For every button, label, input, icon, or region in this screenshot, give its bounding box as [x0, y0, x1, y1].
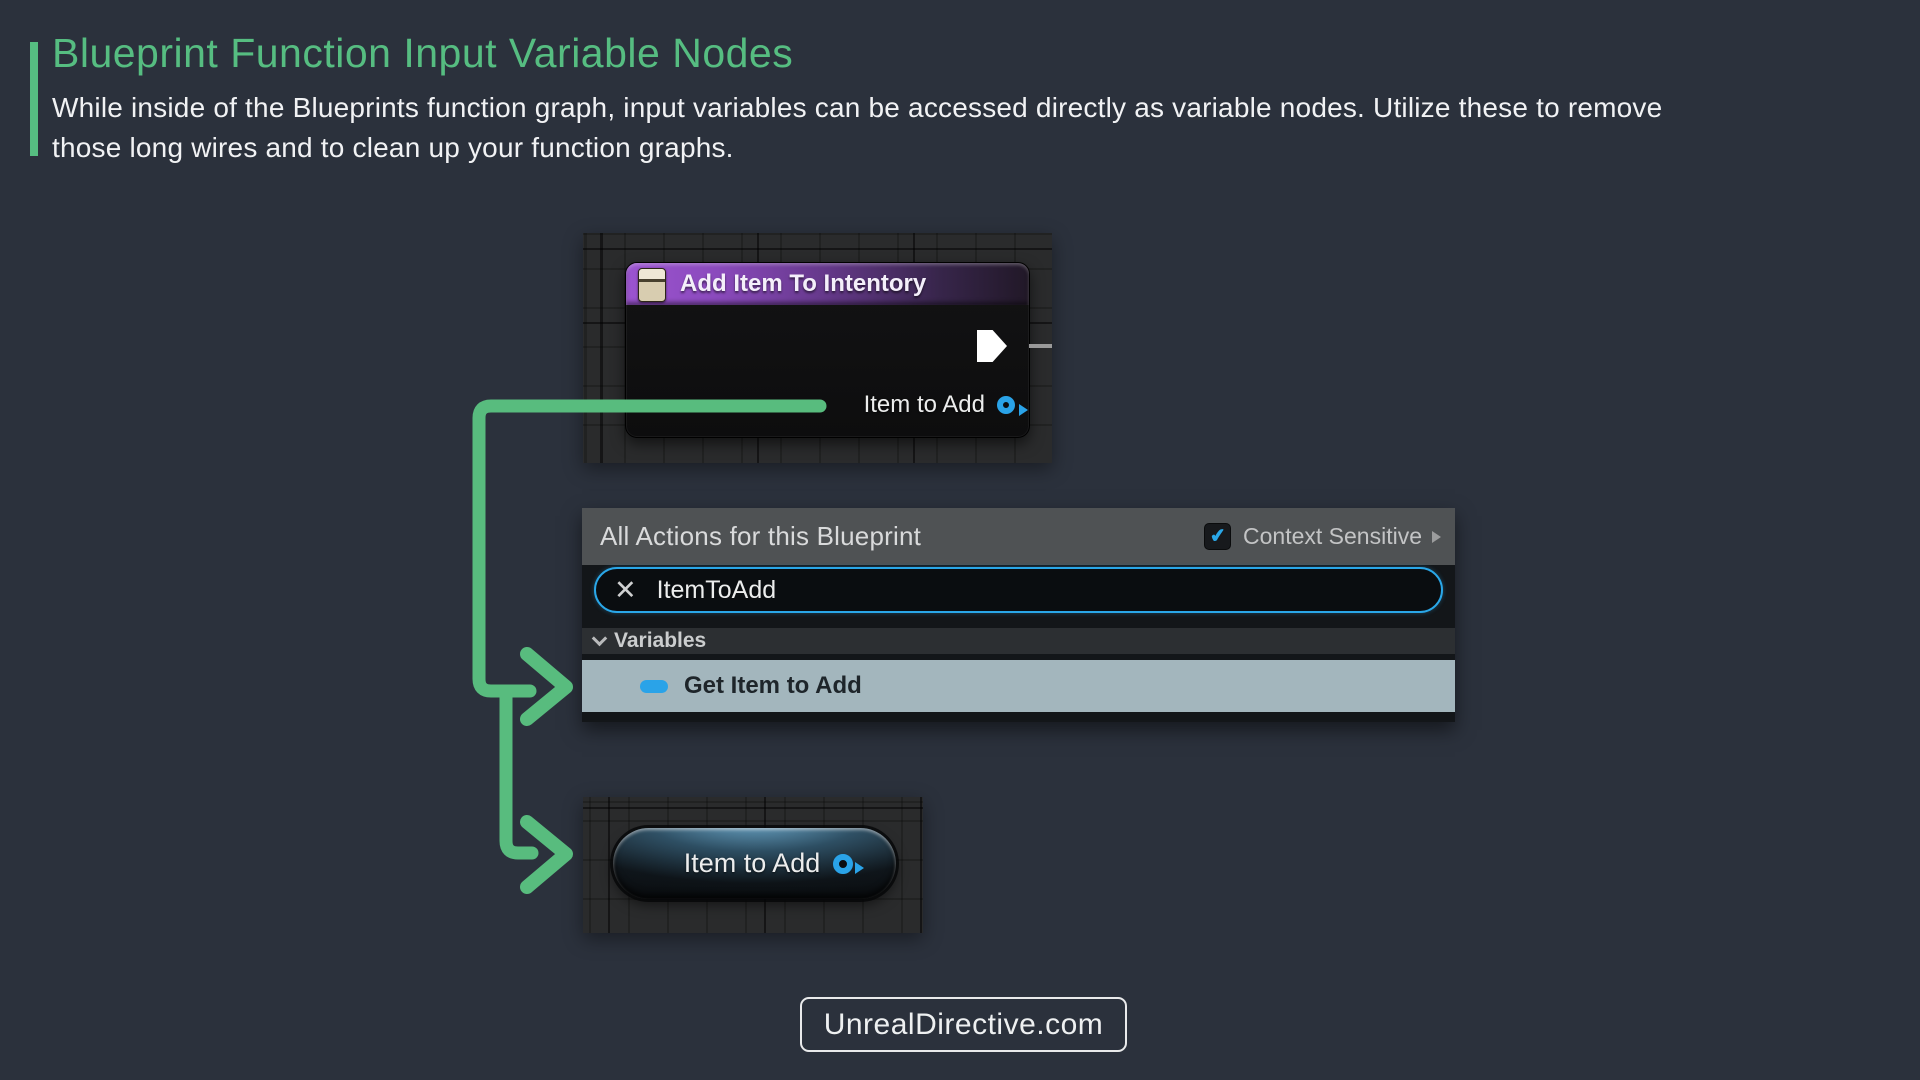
checkmark-icon: ✔: [1208, 525, 1227, 548]
blueprint-graph-screenshot: Add Item To Intentory Item to Add: [583, 233, 1052, 463]
title-accent-bar: [30, 42, 38, 156]
context-sensitive-checkbox[interactable]: ✔: [1204, 523, 1232, 550]
wire-to-variable-node: [499, 686, 539, 860]
expand-arrow-icon[interactable]: [1432, 530, 1441, 543]
object-pin-icon[interactable]: [997, 396, 1028, 416]
page-description-line2: those long wires and to clean up your fu…: [52, 132, 734, 163]
site-badge-label: UnrealDirective.com: [823, 1007, 1104, 1041]
all-actions-menu: All Actions for this Blueprint ✔ Context…: [582, 508, 1455, 722]
search-input[interactable]: ✕ ItemToAdd: [594, 567, 1443, 613]
page-title: Blueprint Function Input Variable Nodes: [52, 30, 794, 76]
input-pin-label: Item to Add: [863, 391, 985, 418]
actions-menu-title: All Actions for this Blueprint: [600, 521, 922, 551]
exec-wire-stub: [1029, 344, 1052, 348]
page-description: While inside of the Blueprints function …: [52, 88, 1662, 168]
page-description-line1: While inside of the Blueprints function …: [52, 92, 1663, 123]
exec-output-pin-icon[interactable]: [977, 330, 1007, 362]
function-call-node[interactable]: Add Item To Intentory Item to Add: [625, 262, 1052, 438]
input-pin-row: Item to Add: [863, 391, 1028, 419]
function-icon: [638, 268, 666, 302]
result-label: Get Item to Add: [684, 672, 862, 699]
clear-search-icon[interactable]: ✕: [614, 574, 637, 605]
search-value: ItemToAdd: [656, 575, 777, 604]
variable-node-screenshot: Item to Add: [583, 797, 923, 933]
variable-type-pill-icon: [640, 679, 668, 693]
result-row-get-item-to-add[interactable]: Get Item to Add: [582, 660, 1455, 712]
variable-node-label: Item to Add: [683, 848, 821, 878]
context-sensitive-label: Context Sensitive: [1243, 523, 1422, 549]
category-row-variables[interactable]: Variables: [582, 628, 1455, 654]
arrowhead-to-search-result: [520, 647, 573, 726]
category-label: Variables: [614, 629, 707, 652]
chevron-down-icon: [591, 630, 608, 646]
variable-getter-node[interactable]: Item to Add: [613, 828, 896, 899]
object-pin-icon[interactable]: [833, 853, 865, 874]
arrowhead-to-variable-node: [520, 815, 573, 894]
function-node-title: Add Item To Intentory: [680, 270, 927, 297]
actions-menu-header: All Actions for this Blueprint ✔ Context…: [582, 508, 1455, 565]
function-node-header: Add Item To Intentory: [626, 263, 1029, 305]
site-badge: UnrealDirective.com: [800, 997, 1127, 1052]
